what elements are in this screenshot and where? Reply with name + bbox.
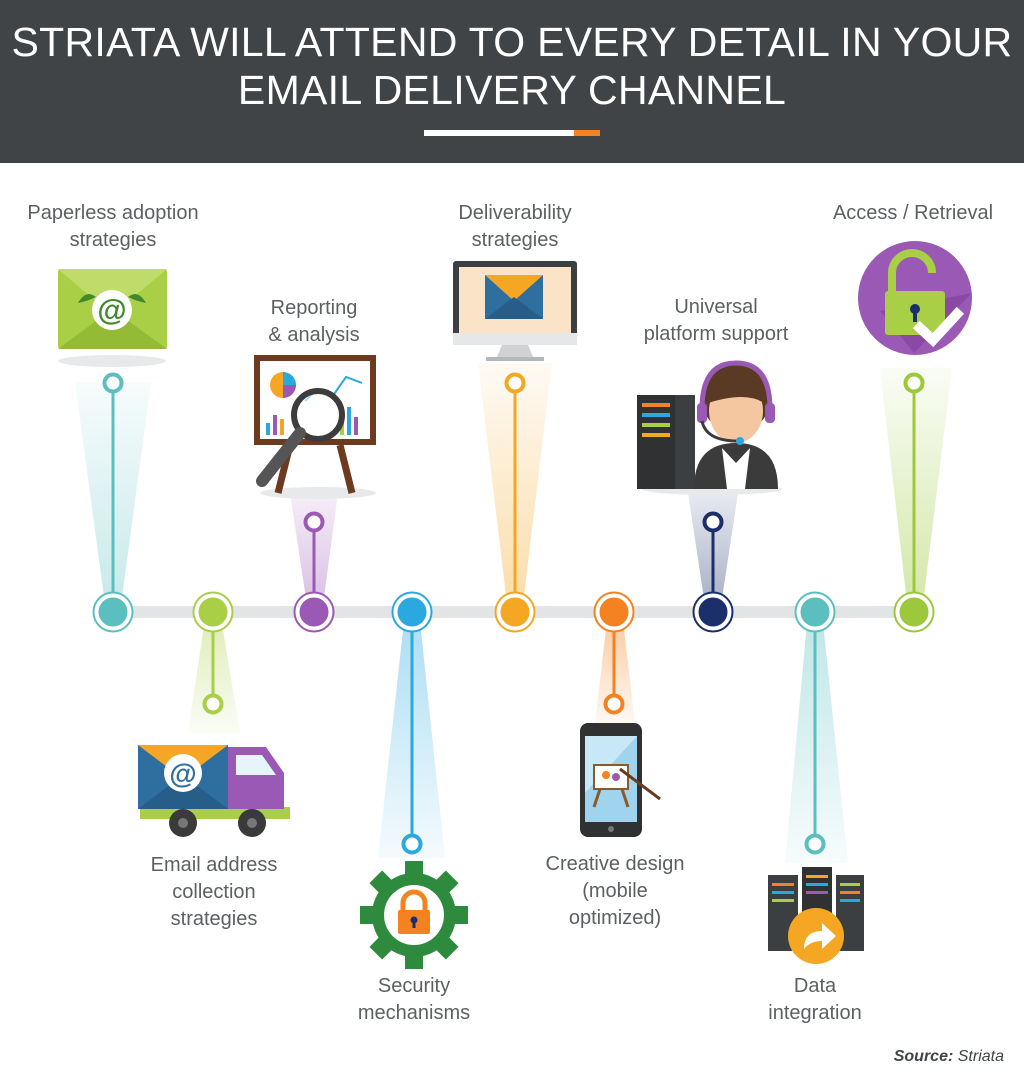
title-line-1: STRIATA WILL ATTEND TO EVERY DETAIL IN Y… [11,19,1013,65]
label-data: Data integration [768,975,862,1024]
page-title: STRIATA WILL ATTEND TO EVERY DETAIL IN Y… [0,18,1024,114]
node-security [392,592,432,632]
timeline-svg: @ [58,241,972,969]
connectors [102,372,925,855]
source-name: Striata [957,1048,1004,1065]
label-access: Access / Retrieval [832,202,994,224]
node-data [795,592,835,632]
analysis-board-icon [254,355,376,499]
email-envelope-icon: @ [58,269,167,367]
svg-text:@: @ [169,758,196,789]
support-agent-icon [637,360,782,495]
node-collection [193,592,233,632]
source-credit: Source: Striata [894,1048,1004,1066]
node-platform [693,592,733,632]
timeline-nodes [92,591,935,633]
node-reporting [294,592,334,632]
mobile-easel-icon [580,723,661,837]
label-reporting: Reporting & analysis [268,297,360,346]
source-prefix: Source: [893,1048,954,1065]
header-banner: STRIATA WILL ATTEND TO EVERY DETAIL IN Y… [0,0,1024,163]
label-security: Security mechanisms [357,975,471,1024]
node-access [894,592,934,632]
title-underline-accent [574,130,600,136]
svg-text:@: @ [97,294,126,327]
beam-access [880,368,952,612]
label-creative: Creative design (mobile optimized) [545,853,685,929]
gear-lock-icon [360,861,468,969]
monitor-envelope-icon [453,261,577,361]
server-arrow-icon [768,867,864,964]
delivery-truck-icon: @ [138,745,290,837]
label-paperless: Paperless adoption strategies [27,202,199,251]
node-creative [594,592,634,632]
timeline-diagram: @ [0,163,1024,1086]
node-deliverability [495,592,535,632]
unlock-check-icon [858,241,972,355]
node-paperless [93,592,133,632]
label-platform: Universal platform support [643,296,789,345]
label-collection: Email address collection strategies [150,854,278,930]
title-line-2: EMAIL DELIVERY CHANNEL [237,67,787,113]
title-underline [424,130,574,136]
label-deliverability: Deliverability strategies [458,202,572,251]
